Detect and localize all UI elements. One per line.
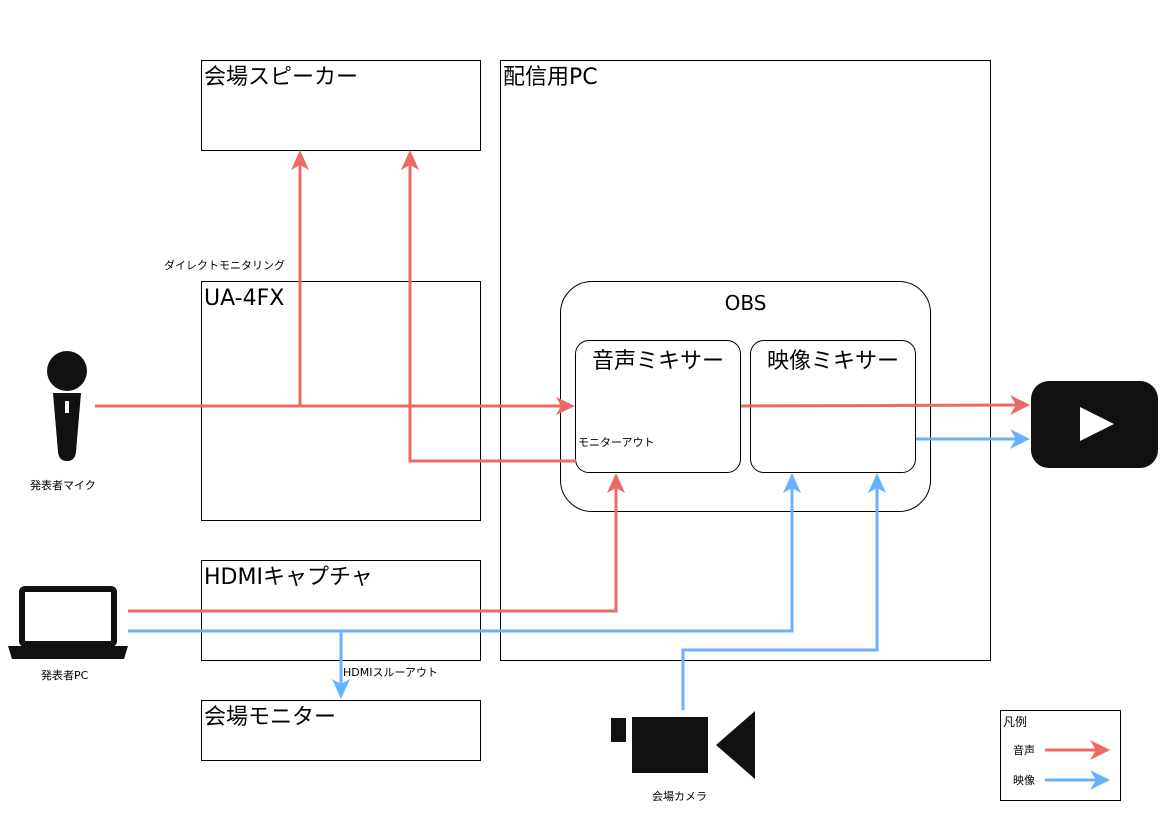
streaming-pc-title: 配信用PC [503, 65, 598, 90]
arrowhead-audio-mixer-in [556, 397, 575, 415]
venue-monitor-title: 会場モニター [204, 705, 337, 730]
audio-mixer-to-video-mixer-line [740, 403, 1018, 408]
monitor-out-label: モニターアウト [578, 436, 655, 449]
arrowhead-legend-video [1090, 770, 1110, 790]
hdmi-through-label: HDMIスルーアウト [343, 666, 439, 679]
arrowhead-monitor [332, 679, 350, 699]
ua4fx-title: UA-4FX [204, 286, 285, 311]
audio-mixer-title: 音声ミキサー [591, 349, 724, 374]
video-mixer-title: 映像ミキサー [766, 349, 899, 374]
arrowhead-stream-audio [1010, 395, 1030, 415]
pc-audio-line [128, 487, 618, 613]
arrowhead-video-mixer-left [783, 473, 801, 493]
laptop-icon [8, 586, 128, 659]
venue-speaker-box: 会場スピーカー [201, 60, 481, 151]
direct-monitoring-label: ダイレクトモニタリング [164, 259, 285, 272]
legend-box: 凡例 音声 映像 [1000, 710, 1121, 801]
video-camera-icon [611, 711, 755, 779]
presenter-mic-label: 発表者マイク [30, 479, 96, 492]
audio-mixer-box: 音声ミキサー [575, 340, 741, 473]
legend-video-label: 映像 [1013, 774, 1035, 787]
legend-audio-label: 音声 [1013, 744, 1035, 757]
obs-title: OBS [724, 291, 767, 315]
pc-video-line [128, 487, 794, 633]
youtube-play-icon [1031, 381, 1158, 468]
hdmi-capture-title: HDMIキャプチャ [204, 565, 373, 590]
audio-lines [95, 165, 1097, 752]
arrowhead-legend-audio [1090, 740, 1110, 760]
legend-title: 凡例 [1003, 715, 1028, 729]
audio-arrowheads [291, 150, 1110, 760]
ua4fx-box: UA-4FX [201, 281, 481, 521]
video-arrowheads [332, 429, 1110, 790]
microphone-icon [47, 351, 87, 461]
venue-speaker-title: 会場スピーカー [204, 65, 359, 90]
monitor-out-line [408, 165, 576, 463]
venue-monitor-box: 会場モニター [201, 700, 481, 761]
arrowhead-audio-mixer-bottom [607, 473, 625, 493]
arrowhead-speaker-right [401, 150, 419, 170]
arrowhead-speaker-left [291, 150, 309, 170]
camera-video-line [681, 487, 879, 710]
arrowhead-video-mixer-right [868, 473, 886, 493]
presenter-pc-label: 発表者PC [41, 669, 89, 682]
venue-camera-label: 会場カメラ [652, 790, 707, 803]
video-lines [128, 437, 1097, 782]
arrowhead-stream-video [1010, 429, 1030, 449]
